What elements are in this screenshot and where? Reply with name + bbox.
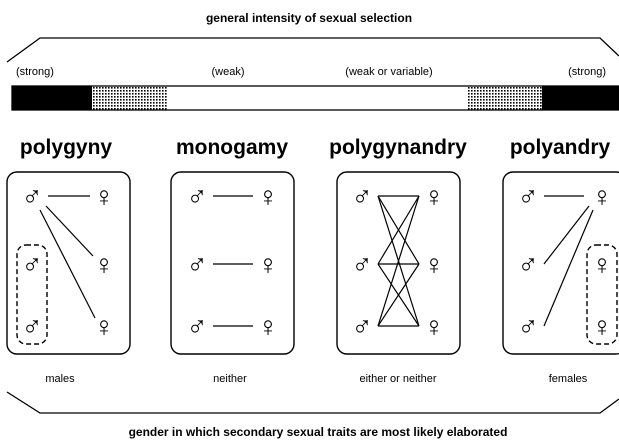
panel-polygyny	[6, 171, 131, 355]
male-icon: ♂	[187, 249, 208, 280]
male-icon: ♂	[22, 181, 43, 212]
scale-label-strong-right: (strong)	[568, 66, 606, 78]
male-icon: ♂	[22, 249, 43, 280]
male-icon: ♂	[22, 311, 43, 342]
pairing-lines	[39, 195, 594, 327]
caption-polygyny: males	[45, 373, 75, 385]
caption-monogamy: neither	[213, 373, 247, 385]
panel-monogamy	[170, 171, 295, 355]
intensity-bar	[11, 85, 619, 111]
male-icon: ♂	[187, 311, 208, 342]
top-title: general intensity of sexual selection	[206, 11, 412, 25]
system-name-polygyny: polygyny	[20, 136, 113, 159]
caption-polyandry: females	[549, 373, 588, 385]
bar-segment-gradient-left	[92, 86, 167, 110]
scale-label-weak-or-variable: (weak or variable)	[345, 66, 432, 78]
female-icon: ♀	[592, 181, 613, 212]
male-group-outline	[16, 244, 48, 345]
male-icon: ♂	[352, 181, 373, 212]
caption-polygynandry: either or neither	[359, 373, 436, 385]
female-icon: ♀	[424, 311, 445, 342]
female-icon: ♀	[592, 249, 613, 280]
scale-label-weak: (weak)	[211, 66, 244, 78]
male-icon: ♂	[518, 311, 539, 342]
system-name-monogamy: monogamy	[176, 136, 288, 159]
bar-segment-weak	[167, 86, 467, 110]
bottom-title: gender in which secondary sexual traits …	[129, 425, 508, 439]
bar-outline	[11, 85, 619, 111]
female-icon: ♀	[258, 311, 279, 342]
female-group-outline	[586, 244, 618, 345]
system-name-polygynandry: polygynandry	[329, 136, 467, 159]
female-icon: ♀	[424, 181, 445, 212]
male-icon: ♂	[187, 181, 208, 212]
male-icon: ♂	[518, 181, 539, 212]
bar-segment-gradient-right	[467, 86, 542, 110]
female-icon: ♀	[258, 249, 279, 280]
panel-polyandry	[502, 171, 619, 355]
top-bracket	[6, 37, 619, 63]
female-icon: ♀	[94, 181, 115, 212]
male-icon: ♂	[352, 311, 373, 342]
female-icon: ♀	[592, 311, 613, 342]
male-icon: ♂	[352, 249, 373, 280]
bar-segment-strong-left	[12, 86, 92, 110]
system-name-polyandry: polyandry	[510, 136, 611, 159]
bottom-bracket	[6, 391, 619, 414]
female-icon: ♀	[94, 311, 115, 342]
female-icon: ♀	[94, 249, 115, 280]
panel-polygynandry	[336, 171, 461, 355]
bar-segment-strong-right	[542, 86, 619, 110]
female-icon: ♀	[258, 181, 279, 212]
male-icon: ♂	[518, 249, 539, 280]
female-icon: ♀	[424, 249, 445, 280]
scale-label-strong-left: (strong)	[16, 66, 54, 78]
